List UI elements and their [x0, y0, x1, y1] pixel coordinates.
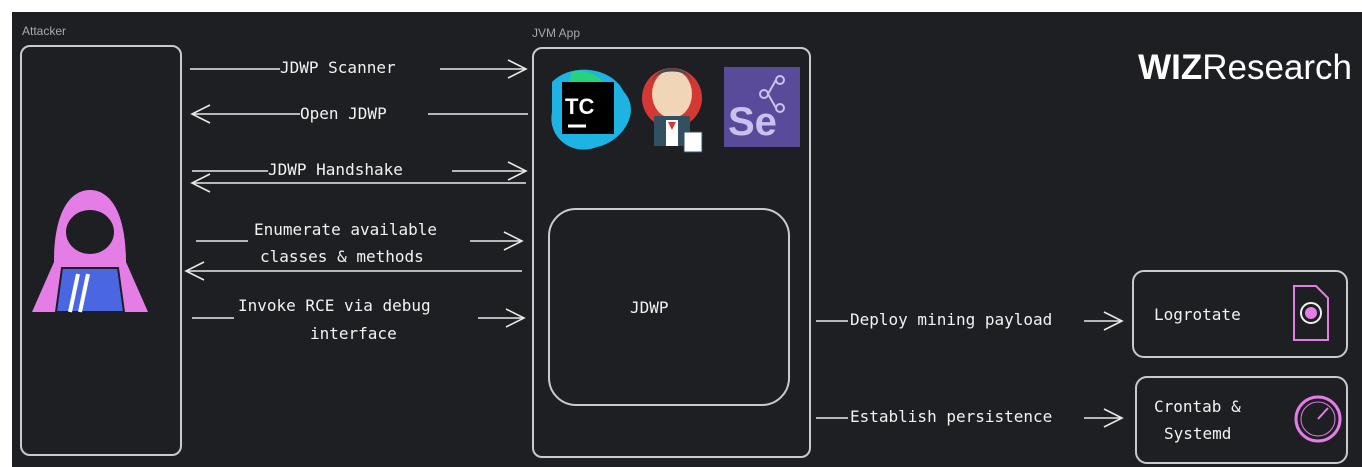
logrotate-icon — [1293, 285, 1329, 341]
teamcity-label: TC — [565, 94, 595, 119]
crontab-systemd-box — [1135, 376, 1348, 464]
teamcity-icon — [551, 69, 631, 150]
arrow-jdwp-scanner — [190, 59, 528, 79]
arrow-deploy-mining — [816, 311, 1124, 331]
arrow-label-jdwp-handshake: JDWP Handshake — [268, 160, 403, 179]
arrow-label-establish-persistence: Establish persistence — [850, 407, 1053, 426]
clock-icon — [1294, 395, 1342, 443]
arrow-label-deploy-mining: Deploy mining payload — [850, 310, 1053, 329]
logrotate-box — [1132, 270, 1348, 358]
brand-suffix: Research — [1202, 48, 1352, 87]
arrow-label-jdwp-scanner: JDWP Scanner — [280, 58, 396, 77]
attacker-label: Attacker — [22, 24, 67, 38]
hacker-icon — [32, 190, 148, 313]
jdwp-box — [548, 208, 790, 406]
jvm-app-label: JVM App — [532, 26, 581, 40]
arrow-open-jdwp — [190, 104, 528, 124]
arrow-label-invoke-rce-1: Invoke RCE via debug — [238, 296, 431, 315]
arrow-invoke-rce — [192, 308, 526, 328]
attacker-box — [20, 45, 182, 456]
arrow-jdwp-handshake — [190, 161, 528, 193]
selenium-icon — [724, 67, 800, 147]
connectors — [32, 59, 1342, 443]
arrow-establish-persistence — [816, 408, 1124, 428]
arrow-label-open-jdwp: Open JDWP — [300, 104, 387, 123]
crontab-label-2: Systemd — [1164, 424, 1232, 443]
brand-name: WIZ — [1138, 48, 1203, 87]
logrotate-label: Logrotate — [1154, 305, 1241, 324]
diagram-canvas: Attacker JVM App JDWP Scanner Open JDWP … — [12, 12, 1362, 467]
selenium-label: Se — [728, 100, 777, 144]
wiz-research-logo: WIZResearch — [1138, 48, 1352, 88]
crontab-label-1: Crontab & — [1154, 397, 1241, 416]
jdwp-box-label: JDWP — [630, 298, 669, 317]
arrow-label-invoke-rce-2: interface — [310, 324, 397, 343]
arrow-label-enumerate-2: classes & methods — [260, 247, 424, 266]
arrow-enumerate — [184, 231, 524, 281]
jvm-app-box — [532, 47, 811, 458]
jenkins-icon — [642, 68, 703, 153]
arrow-label-enumerate-1: Enumerate available — [254, 220, 438, 239]
